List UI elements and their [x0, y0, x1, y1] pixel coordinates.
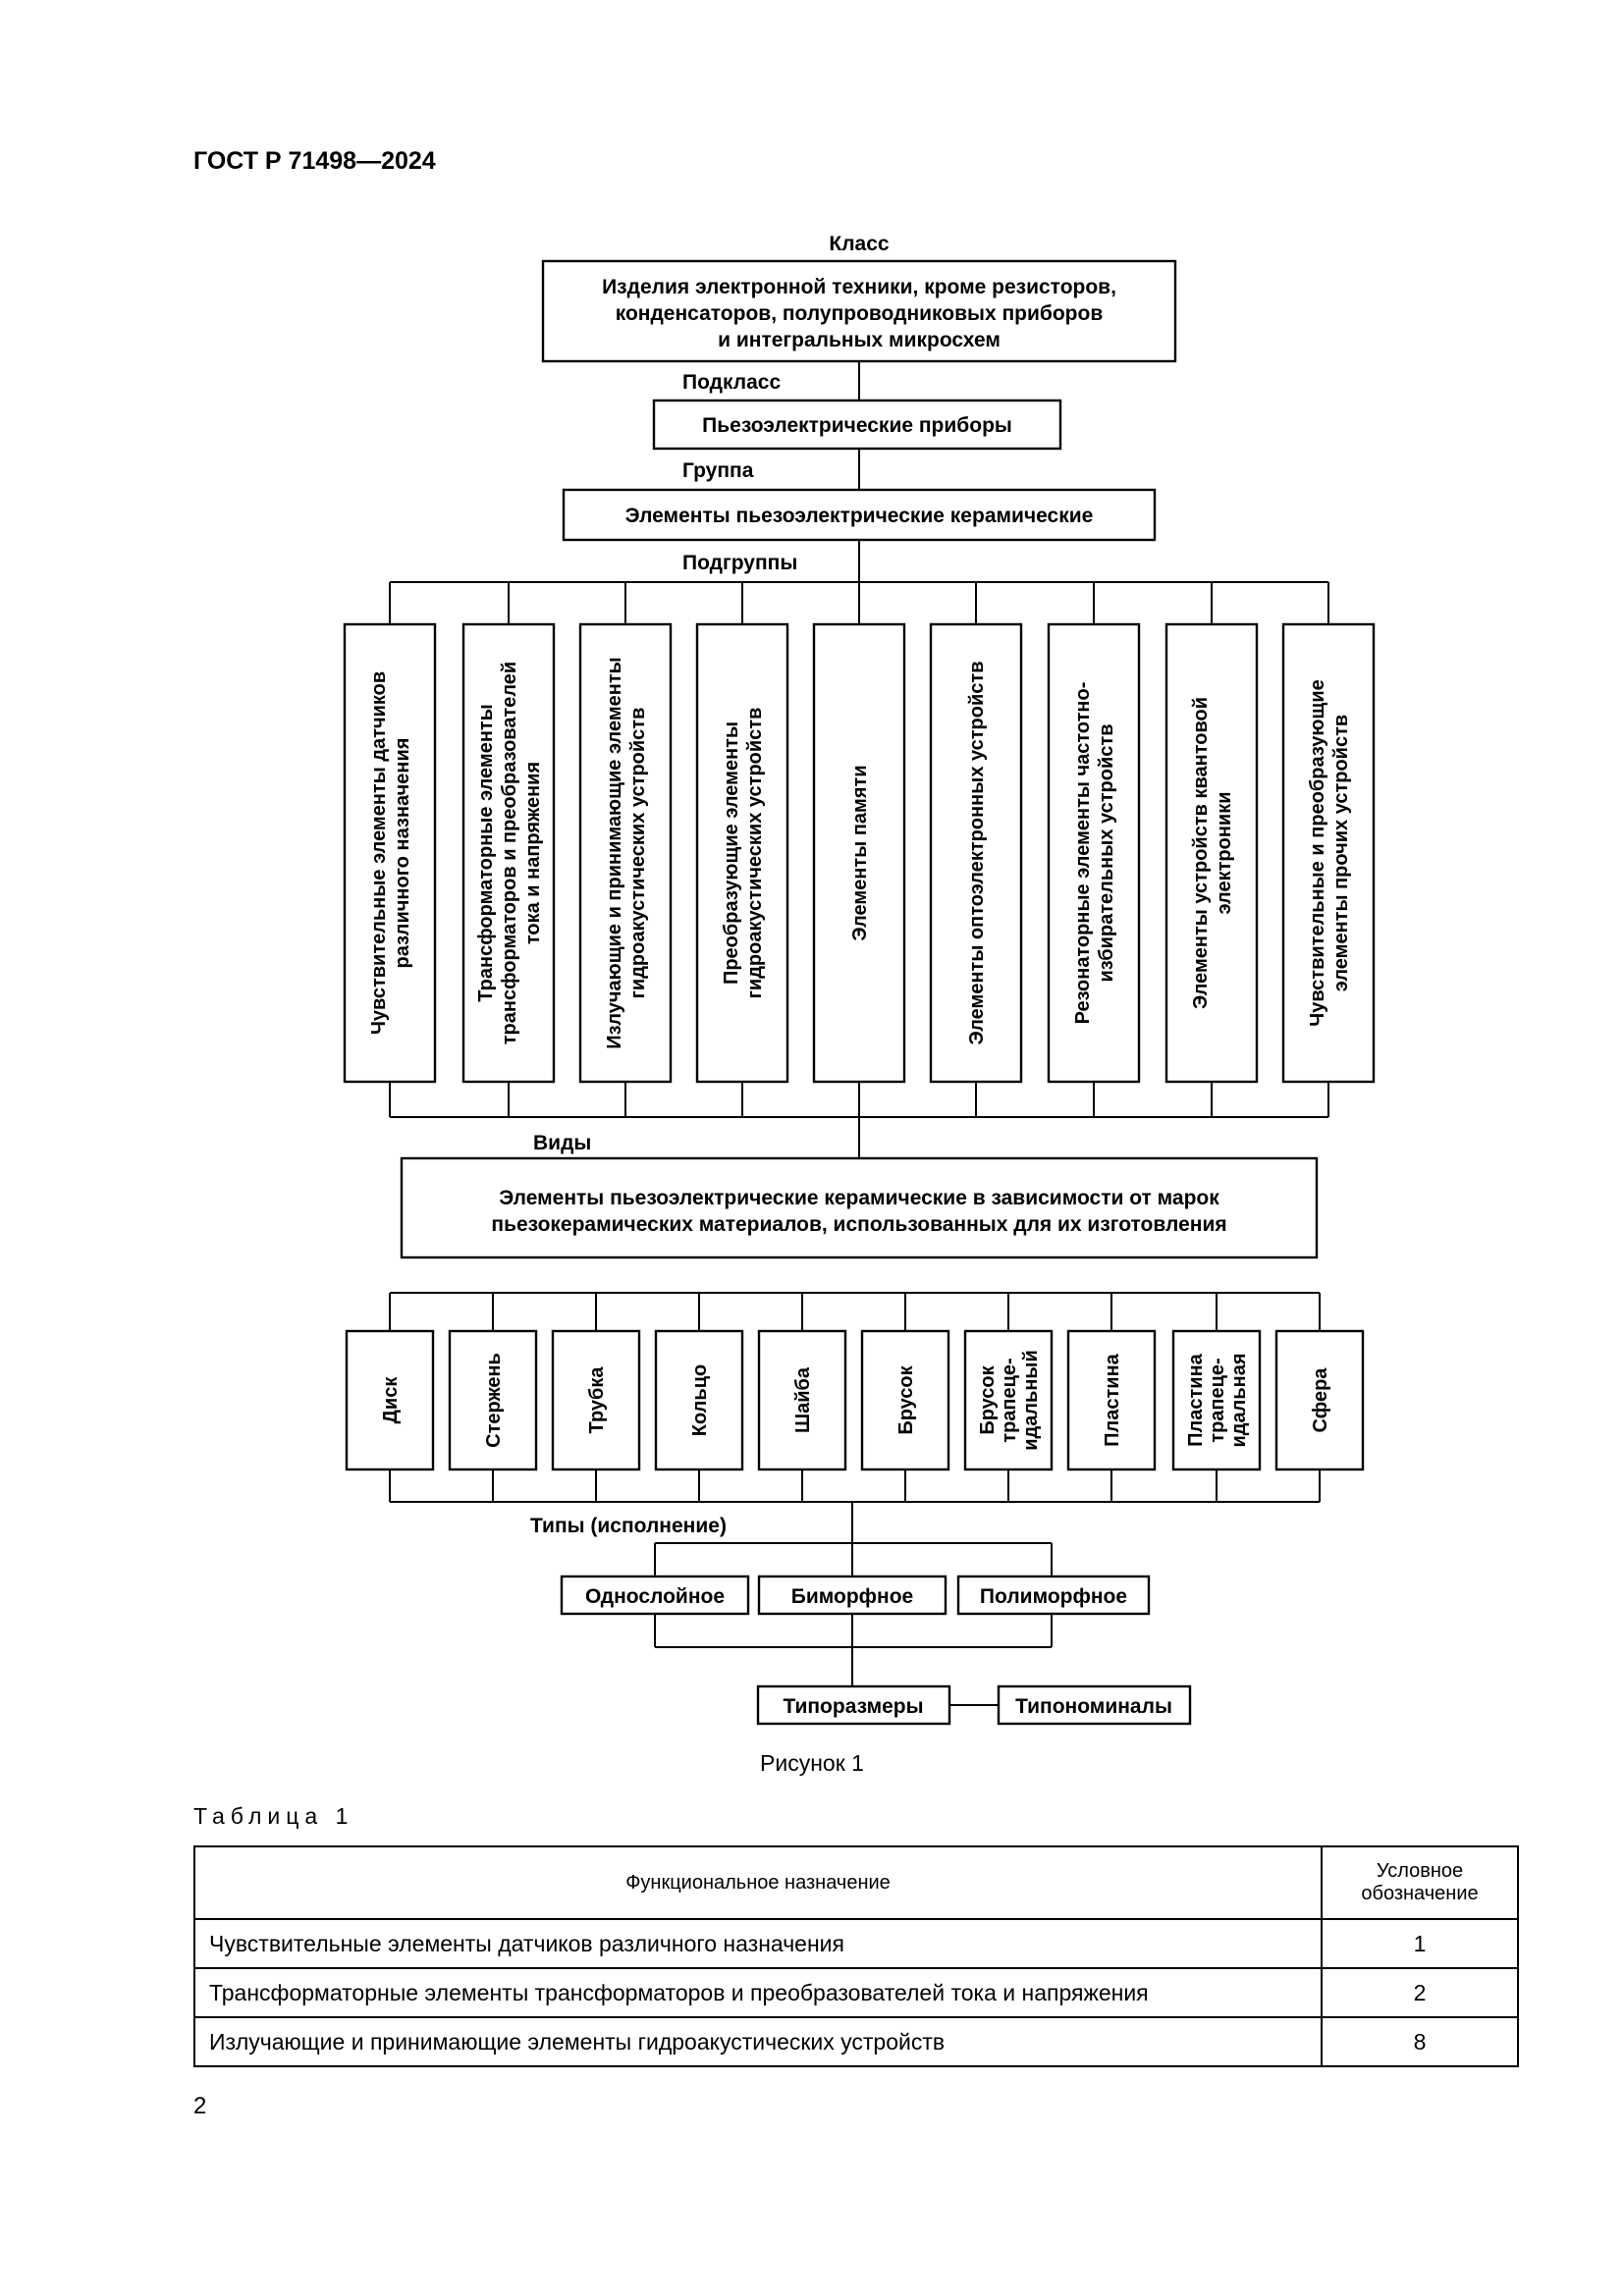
cell-code: 8 [1321, 2016, 1519, 2067]
cell-function: Чувствительные элементы датчиков различн… [193, 1918, 1323, 1969]
table-row: Излучающие и принимающие элементы гидроа… [193, 2016, 1519, 2067]
subgroup-box-text: различного назначения [392, 738, 413, 969]
shape-box [1171, 1329, 1262, 1471]
subgroup-box-text: Преобразующие элементы [721, 721, 742, 985]
shape-box-text: Пластина [1185, 1353, 1207, 1446]
subgroup-box [1164, 622, 1259, 1084]
shape-box-text: Брусок [895, 1364, 917, 1434]
subgroup-box-text: элементы прочих устройств [1330, 715, 1352, 991]
sizes-box-text: Типоразмеры [783, 1695, 923, 1718]
functional-purpose-table: Функциональное назначение Условное обозн… [193, 1845, 1519, 2067]
shape-box-text: Трубка [586, 1366, 608, 1434]
figure-caption: Рисунок 1 [760, 1750, 864, 1776]
subgroup-box-text: избирательных устройств [1096, 724, 1117, 983]
shape-box [963, 1329, 1054, 1471]
subgroup-box [1047, 622, 1141, 1084]
label-subgroups: Подгруппы [682, 552, 797, 574]
shape-box-text: Шайба [792, 1366, 814, 1433]
subgroup-box [578, 622, 673, 1084]
label-kinds: Виды [533, 1132, 591, 1154]
kinds-box [400, 1156, 1319, 1259]
subgroup-box-text: гидроакустических устройств [744, 708, 766, 999]
shape-box [345, 1329, 435, 1471]
type-box-text: Биморфное [791, 1585, 913, 1608]
shape-box-text: Диск [380, 1376, 402, 1424]
shape-box-text: Стержень [483, 1353, 505, 1448]
shape-box [1274, 1329, 1365, 1471]
subgroup-box [812, 622, 906, 1084]
table-header-row: Функциональное назначение Условное обозн… [193, 1845, 1519, 1920]
type-box-text: Полиморфное [980, 1585, 1127, 1608]
shape-box [860, 1329, 950, 1471]
class-box-line: конденсаторов, полупроводниковых приборо… [616, 302, 1104, 325]
nominals-box-text: Типономиналы [1015, 1695, 1172, 1718]
shape-box [551, 1329, 641, 1471]
type-box-single-layer [560, 1575, 750, 1616]
shape-box-text: трапеце- [999, 1358, 1020, 1442]
shape-box-text: Кольцо [689, 1364, 711, 1436]
subgroup-box-text: Элементы памяти [849, 765, 871, 940]
connector-lines [389, 361, 1329, 1706]
subgroup-box-text: трансформаторов и преобразователей [499, 662, 520, 1044]
shape-box [757, 1329, 847, 1471]
shape-boxes: Диск Стержень Трубка Кольцо Шайба Брусок Брусо… [345, 1329, 1365, 1471]
subgroup-box-text: Элементы оптоэлектронных устройств [966, 662, 988, 1045]
subgroup-box-text: Чувствительные и преобразующие [1307, 679, 1328, 1027]
subgroup-box-text: Резонаторные элементы частотно- [1072, 682, 1094, 1025]
subgroup-box [695, 622, 789, 1084]
subgroup-box-text: гидроакустических устройств [627, 708, 649, 999]
subgroup-box-text: электроники [1214, 791, 1235, 914]
sizes-box [756, 1684, 951, 1726]
class-box-line: Изделия электронной техники, кроме резис… [602, 276, 1116, 298]
label-group: Группа [682, 459, 754, 482]
table-row: Трансформаторные элементы трансформаторо… [193, 1967, 1519, 2018]
document-header: ГОСТ Р 71498—2024 [193, 147, 436, 175]
subgroup-box [343, 622, 437, 1084]
subgroup-box-text: Элементы устройств квантовой [1190, 697, 1212, 1009]
shape-box [448, 1329, 538, 1471]
table-row: Чувствительные элементы датчиков различн… [193, 1918, 1519, 1969]
label-types: Типы (исполнение) [530, 1515, 727, 1537]
class-box-line: и интегральных микросхем [718, 329, 1001, 351]
type-box-text: Однослойное [585, 1585, 725, 1608]
header-code: Условное обозначение [1321, 1845, 1519, 1920]
group-box [562, 488, 1157, 542]
subgroup-box [929, 622, 1023, 1084]
kinds-box-line: пьезокерамических материалов, использова… [491, 1213, 1226, 1236]
classification-diagram: Класс Подкласс Группа Подгруппы Виды Тип… [343, 233, 1376, 1726]
group-box-text: Элементы пьезоэлектрические керамические [625, 505, 1094, 527]
kinds-box-line: Элементы пьезоэлектрические керамические… [499, 1187, 1219, 1209]
shape-box-text: трапеце- [1207, 1358, 1228, 1442]
subclass-box [652, 399, 1062, 451]
type-box-polymorph [956, 1575, 1151, 1616]
class-box [541, 259, 1177, 363]
subclass-box-text: Пьезоэлектрические приборы [702, 414, 1012, 437]
subgroup-box [461, 622, 556, 1084]
shape-box [1066, 1329, 1157, 1471]
subgroup-box-text: Излучающие и принимающие элементы [604, 657, 625, 1048]
nominals-box [997, 1684, 1192, 1726]
shape-box [654, 1329, 744, 1471]
page-number: 2 [193, 2093, 207, 2119]
shape-box-text: идальная [1228, 1354, 1250, 1448]
type-box-bimorph [757, 1575, 947, 1616]
cell-code: 2 [1321, 1967, 1519, 2018]
subgroup-box-text: Чувствительные элементы датчиков [368, 671, 390, 1035]
shape-box-text: идальный [1020, 1350, 1042, 1451]
subgroup-box-text: Трансформаторные элементы [475, 704, 497, 1002]
label-subclass: Подкласс [682, 371, 781, 394]
label-class: Класс [829, 233, 890, 255]
subgroup-box [1281, 622, 1376, 1084]
cell-code: 1 [1321, 1918, 1519, 1969]
cell-function: Трансформаторные элементы трансформаторо… [193, 1967, 1323, 2018]
shape-box-text: Сфера [1310, 1367, 1331, 1433]
cell-function: Излучающие и принимающие элементы гидроа… [193, 2016, 1323, 2067]
shape-box-text: Пластина [1102, 1353, 1123, 1446]
table-caption: Таблица 1 [193, 1803, 354, 1829]
subgroup-box-text: тока и напряжения [522, 762, 544, 944]
shape-box-text: Брусок [977, 1364, 999, 1434]
header-function: Функциональное назначение [193, 1845, 1323, 1920]
